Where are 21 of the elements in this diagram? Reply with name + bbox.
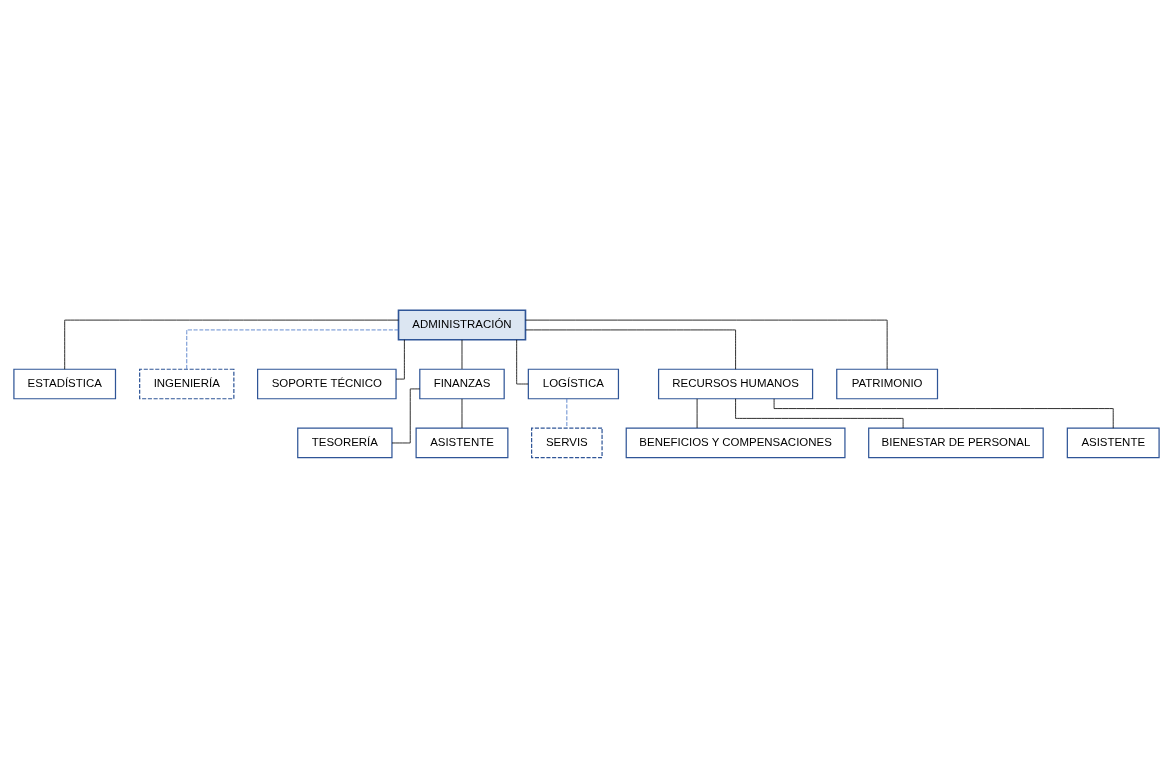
connector bbox=[186, 329, 399, 370]
connector bbox=[773, 398, 1114, 429]
node-box: INGENIERÍA bbox=[139, 368, 235, 400]
node-box: ADMINISTRACIÓN bbox=[397, 309, 527, 341]
connector bbox=[395, 339, 405, 380]
connector bbox=[566, 398, 568, 429]
connector bbox=[735, 398, 904, 429]
connector bbox=[64, 319, 399, 370]
node-box: BENEFICIOS Y COMPENSACIONES bbox=[625, 427, 846, 459]
node-box: LOGÍSTICA bbox=[527, 368, 620, 400]
connector bbox=[525, 329, 736, 370]
node-box: PATRIMONIO bbox=[836, 368, 939, 400]
node-box: TESORERÍA bbox=[297, 427, 393, 459]
node-box: ESTADÍSTICA bbox=[13, 368, 117, 400]
node-box: ASISTENTE bbox=[415, 427, 509, 459]
node-box: BIENESTAR DE PERSONAL bbox=[868, 427, 1044, 459]
node-box: SOPORTE TÉCNICO bbox=[257, 368, 397, 400]
node-box: ASISTENTE bbox=[1066, 427, 1160, 459]
node-box: FINANZAS bbox=[419, 368, 505, 400]
node-box: SERVIS bbox=[531, 427, 603, 459]
node-box: RECURSOS HUMANOS bbox=[657, 368, 814, 400]
